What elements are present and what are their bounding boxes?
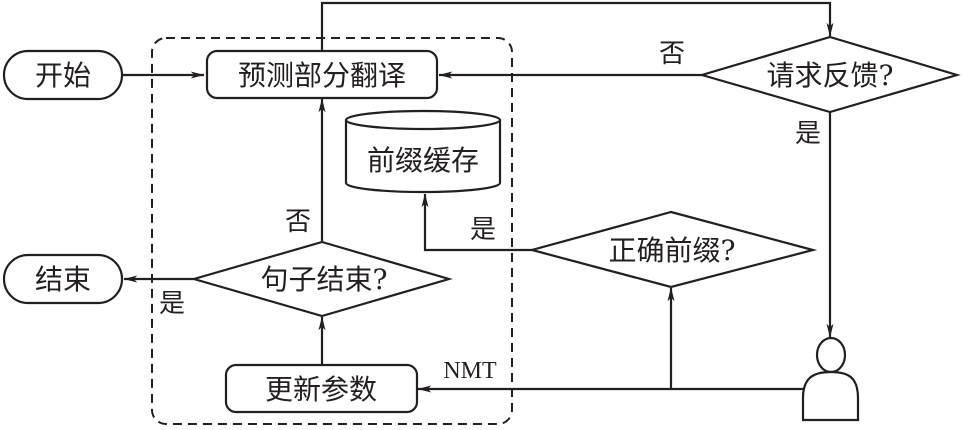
user-icon — [801, 336, 860, 422]
update-params-label: 更新参数 — [265, 373, 377, 406]
edge-label-nmt: NMT — [443, 358, 497, 384]
request-feedback-node: 请求反馈? — [698, 35, 961, 114]
edge-label-request-no: 否 — [659, 39, 685, 69]
start-node: 开始 — [2, 49, 124, 101]
predict-node: 预测部分翻译 — [205, 49, 439, 100]
end-label: 结束 — [35, 263, 91, 296]
end-node: 结束 — [2, 253, 124, 305]
edge-label-sentence-no: 否 — [285, 207, 311, 237]
edge-correct-yes — [421, 193, 532, 252]
prefix-cache-label: 前缀缓存 — [367, 144, 479, 177]
correct-prefix-node: 正确前缀? — [527, 210, 818, 289]
request-feedback-label: 请求反馈? — [766, 59, 893, 92]
edge-label-request-yes: 是 — [795, 119, 821, 149]
correct-prefix-label: 正确前缀? — [608, 234, 735, 267]
nmt-module-boundary — [151, 37, 513, 425]
sentence-end-node: 句子结束? — [190, 240, 453, 318]
edge-label-sentence-yes: 是 — [159, 289, 185, 319]
connectors — [123, 1, 834, 393]
predict-label: 预测部分翻译 — [238, 59, 406, 92]
sentence-end-label: 句子结束? — [260, 263, 387, 296]
update-params-node: 更新参数 — [224, 363, 419, 414]
edge-predict-request — [320, 1, 834, 51]
edge-label-correct-yes: 是 — [470, 215, 496, 245]
prefix-cache-node: 前缀缓存 — [344, 109, 502, 194]
start-label: 开始 — [35, 59, 91, 92]
